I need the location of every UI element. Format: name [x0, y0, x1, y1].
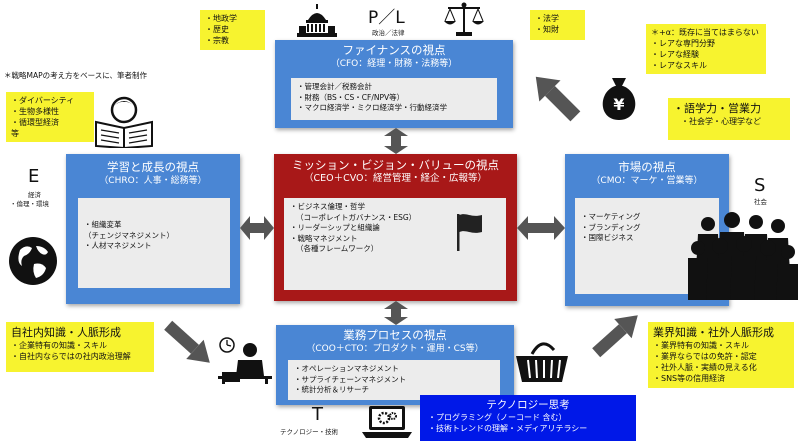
list-item: ・レアな専門分野 [651, 39, 715, 48]
list-item: ・サプライチェーンマネジメント [294, 374, 407, 384]
globe-icon [9, 237, 57, 285]
mission-box: ミッション・ビジョン・バリューの視点 （CEO＋CVO：経営管理・経企・広報等）… [274, 154, 517, 301]
capitol-icon [297, 4, 337, 37]
list-item: ・生物多様性 [11, 107, 59, 116]
svg-text:¥: ¥ [613, 95, 624, 114]
list-item: ・戦略マネジメント [290, 233, 358, 243]
list-item: ・人材マネジメント [84, 241, 152, 250]
letter-s-sub: 社会 [754, 198, 767, 206]
callout-inhouse: 自社内知識・人脈形成 ・企業特有の知識・スキル ・自社内ならではの社内政治理解 [6, 322, 154, 372]
finance-items: ・管理会計／税務会計 ・財務（BS・CS・CF/NPV等） ・マクロ経済学・ミク… [291, 78, 497, 120]
callout-industry: 業界知識・社外人脈形成 ・業界特有の知識・スキル ・業界ならではの免許・認定 ・… [648, 322, 794, 388]
process-sub: （COO＋CTO：プロダクト・運用・CS等） [306, 344, 484, 354]
list-item: ・マクロ経済学・ミクロ経済学・行動経済学 [297, 103, 447, 112]
list-item: ・ダイバーシティ [11, 96, 75, 105]
arrow-to-worker [164, 320, 210, 363]
list-item: ・財務（BS・CS・CF/NPV等） [297, 92, 405, 102]
laptop-icon [362, 406, 412, 438]
learning-title: 学習と成長の視点 [107, 160, 199, 174]
market-sub: （CMO：マーケ・営業等） [591, 176, 703, 186]
list-item: ・組織変革 [84, 220, 122, 229]
double-arrow-learning-mission [240, 216, 274, 240]
finance-box: ファイナンスの視点 （CFO：経理・財務・法務等） ・管理会計／税務会計 ・財務… [275, 40, 513, 128]
flag-icon [457, 214, 482, 251]
learning-items: ・組織変革 （チェンジマネジメント） ・人材マネジメント [78, 198, 230, 288]
list-item: ・リーダーシップと組織論 [290, 223, 380, 232]
list-item: ・オペレーションマネジメント [294, 364, 399, 373]
list-item: ・統計分析＆リサーチ [294, 385, 369, 394]
mission-title: ミッション・ビジョン・バリューの視点 [292, 158, 499, 172]
list-item: ・ビジネス倫理・哲学 [290, 202, 365, 211]
market-title: 市場の視点 [618, 160, 676, 174]
list-item: ・レアなスキル [651, 61, 707, 70]
double-arrow-mission-process [384, 301, 408, 325]
process-box: 業務プロセスの視点 （COO＋CTO：プロダクト・運用・CS等） ・オペレーショ… [276, 325, 514, 405]
list-item: ＊+α：既存に当てはまらない [651, 28, 759, 37]
letter-s: S [754, 175, 766, 196]
list-item: ・自社内ならではの社内政治理解 [11, 352, 131, 361]
callout-language: ・語学力・営業力 ・社会学・心理学など [668, 98, 790, 140]
list-item: ・企業特有の知識・スキル [11, 341, 107, 350]
tech-box: テクノロジー思考 ・プログラミング（ノーコード 含む） ・技術トレンドの理解・メ… [420, 395, 636, 441]
letter-t: T [312, 404, 323, 425]
arrow-to-market [592, 315, 638, 358]
list-item: ・業界特有の知識・スキル [653, 341, 749, 350]
list-item: （チェンジマネジメント） [84, 230, 174, 240]
list-item: ・レアな経験 [651, 50, 699, 59]
list-item: （コーポレイトガバナンス・ESG） [296, 212, 417, 222]
list-item: ・ブランディング [581, 222, 641, 232]
author-note: ＊戦略MAPの考え方をベースに、筆者制作 [4, 71, 148, 80]
worker-icon [218, 337, 272, 384]
list-item: ・管理会計／税務会計 [297, 82, 372, 91]
list-item: ・社会学・心理学など [681, 117, 761, 126]
callout-diversity: ・ダイバーシティ ・生物多様性 ・循環型経済 等 [6, 92, 94, 142]
learning-box: 学習と成長の視点 （CHRO：人事・総務等） ・組織変革 （チェンジマネジメント… [66, 154, 240, 304]
callout-head: 業界知識・社外人脈形成 [653, 326, 774, 339]
callout-law: ・法学 ・知財 [530, 10, 585, 40]
learning-sub: （CHRO：人事・総務等） [99, 176, 207, 186]
callout-alpha: ＊+α：既存に当てはまらない ・レアな専門分野 ・レアな経験 ・レアなスキル [646, 24, 766, 74]
process-title: 業務プロセスの視点 [343, 328, 447, 342]
list-item: ・知財 [535, 25, 559, 34]
list-item: ・社外人脈・実績の見える化 [653, 363, 757, 372]
list-item: ・地政学 [205, 14, 237, 23]
list-item: ・マーケティング [581, 212, 641, 221]
double-arrow-mission-market [517, 216, 565, 240]
reader-icon [95, 96, 153, 148]
letter-e-sub1: 経済 [28, 191, 41, 199]
basket-icon [516, 342, 568, 382]
tech-title: テクノロジー思考 [486, 399, 570, 411]
list-item: ・SNS等の信用経済 [653, 374, 726, 383]
list-item: ・プログラミング（ノーコード 含む） [428, 413, 567, 422]
double-arrow-finance-mission [384, 128, 408, 154]
arrow-to-finance [535, 76, 581, 122]
list-item: ・法学 [535, 14, 559, 23]
letter-e: E [28, 166, 40, 187]
letter-pl: P／L [368, 8, 405, 28]
list-item: ・歴史 [205, 25, 229, 34]
finance-sub: （CFO：経理・財務・法務等） [330, 59, 458, 69]
list-item: ・業界ならではの免許・認定 [653, 352, 757, 361]
callout-politics: ・地政学 ・歴史 ・宗教 [200, 10, 265, 50]
list-item: （各種フレームワーク） [296, 244, 379, 253]
mission-sub: （CEO＋CVO：経営管理・経企・広報等） [303, 173, 488, 184]
list-item: ・循環型経済 [11, 118, 59, 127]
letter-t-sub: テクノロジー・技術 [280, 428, 339, 436]
process-items: ・オペレーションマネジメント ・サプライチェーンマネジメント ・統計分析＆リサー… [288, 360, 500, 400]
list-item: ・技術トレンドの理解・メディアリテラシー [428, 424, 588, 433]
crowd-icon [688, 212, 798, 300]
list-item: 等 [11, 129, 19, 138]
list-item: ・国際ビジネス [581, 233, 634, 242]
letter-e-sub2: ・倫理・環境 [10, 200, 49, 208]
finance-title: ファイナンスの視点 [342, 43, 446, 57]
callout-head: ・語学力・営業力 [673, 102, 761, 115]
letter-pl-sub: 政治／法律 [372, 29, 405, 37]
scales-icon [444, 2, 484, 36]
yen-bag-icon: ¥ [602, 78, 636, 120]
mission-items: ・ビジネス倫理・哲学 （コーポレイトガバナンス・ESG） ・リーダーシップと組織… [284, 198, 506, 290]
list-item: ・宗教 [205, 36, 229, 45]
callout-head: 自社内知識・人脈形成 [11, 326, 121, 339]
